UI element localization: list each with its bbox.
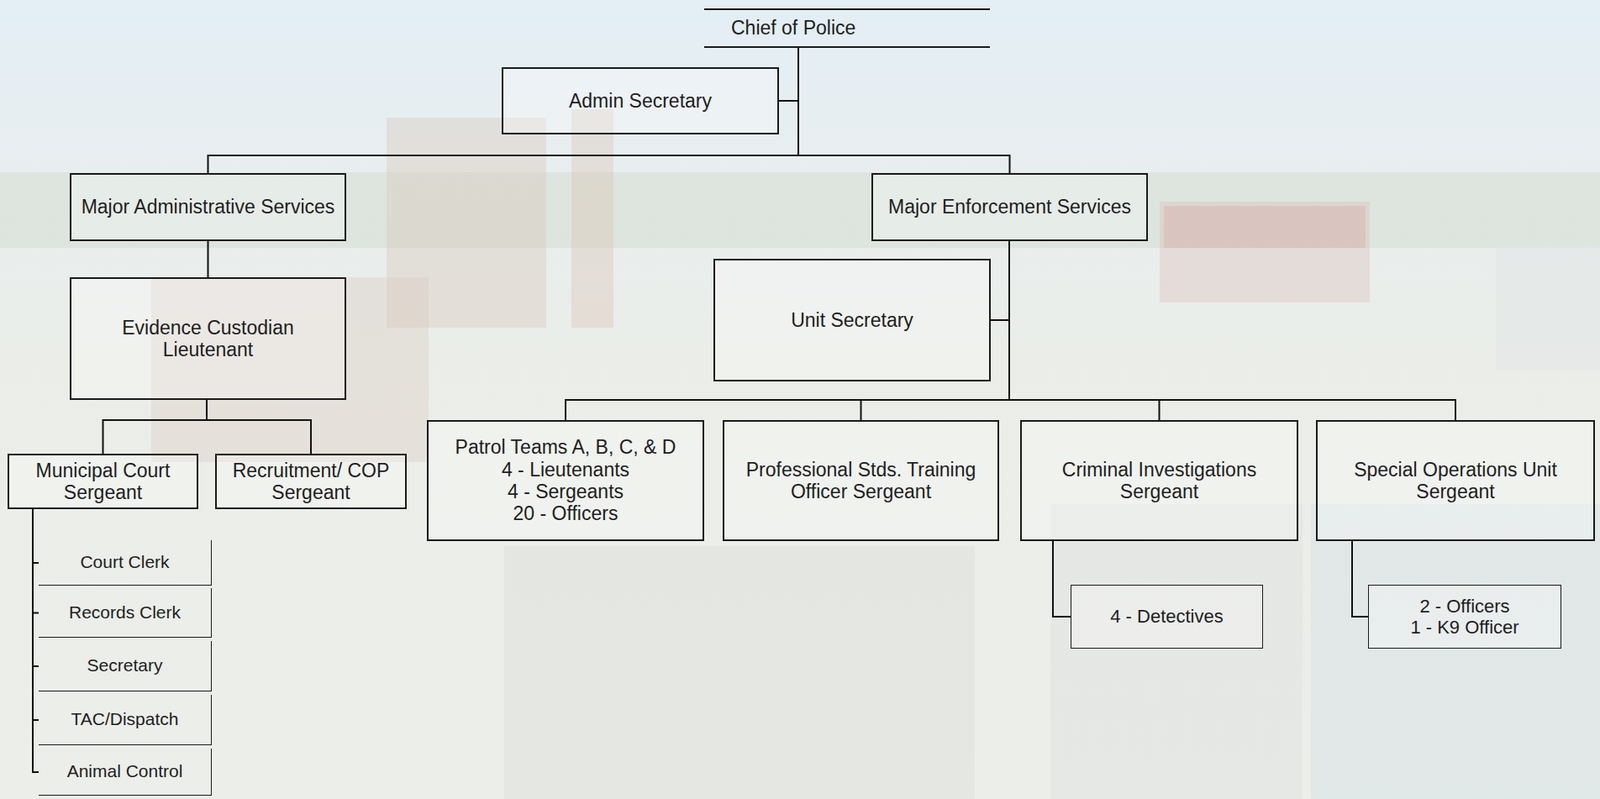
org-connector [208,47,800,174]
org-box: Municipal Court Sergeant [7,453,199,510]
box-label: Chief of Police [731,16,856,39]
box-label: 1 - K9 Officer [1410,616,1519,638]
org-connector [32,509,39,564]
tower [571,109,614,328]
box-label: Unit Secretary [790,309,914,332]
org-box: Professional Stds. Training Officer Serg… [722,420,1000,542]
org-connector [206,400,311,454]
org-box: Special Operations Unit Sergeant [1315,420,1595,542]
box-label: 2 - Officers [1419,595,1510,617]
box-label: Recruitment/ COP Sergeant [223,459,399,505]
tree-line [0,172,1600,248]
org-box: Patrol Teams A, B, C, & D4 - Lieutenants… [426,420,705,542]
box-label: Evidence Custodian Lieutenant [78,316,338,362]
box-label: Special Operations Unit Sergeant [1324,458,1587,504]
org-box: 4 - Detectives [1070,584,1264,649]
trees [504,546,975,799]
org-connector [1009,241,1456,421]
org-connector [1052,541,1071,617]
box-label: Secretary [87,655,164,676]
org-connector [32,509,39,721]
org-box: Major Enforcement Services [871,173,1148,242]
building [1159,201,1370,303]
box-label: TAC/Dispatch [71,709,179,730]
box-label: Patrol Teams A, B, C, & D [455,436,677,458]
box-label: Municipal Court Sergeant [15,459,190,505]
org-connector [778,47,799,101]
org-box: Court Clerk [38,540,212,586]
org-connector [990,241,1010,321]
org-box: 2 - Officers1 - K9 Officer [1368,584,1562,649]
box-label: Records Clerk [68,602,181,623]
box-label: Criminal Investigations Sergeant [1028,458,1290,504]
org-box: Major Administrative Services [69,173,347,242]
box-label: 4 - Detectives [1110,605,1224,627]
org-connector [1352,541,1369,617]
org-connector [32,509,39,773]
org-connector [565,241,1010,421]
box-label: Animal Control [67,761,184,782]
box-label: Major Enforcement Services [888,195,1132,218]
building [1310,504,1600,799]
org-connector [798,47,1011,174]
red-roof [1163,205,1366,248]
org-connector [32,509,39,667]
box-label: Professional Stds. Training Officer Serg… [731,458,991,504]
org-connector [207,241,210,278]
org-box: Criminal Investigations Sergeant [1020,420,1299,542]
org-connector [32,509,39,614]
org-box: Evidence Custodian Lieutenant [69,277,347,400]
org-box: Chief of Police [704,8,990,48]
building [1495,243,1600,370]
org-box: TAC/Dispatch [38,694,212,746]
street [1050,504,1303,799]
org-box: Admin Secretary [501,67,779,135]
box-label: Admin Secretary [568,89,712,112]
box-label: 4 - Sergeants [507,480,624,503]
box-label: Major Administrative Services [81,195,336,218]
box-label: 4 - Lieutenants [501,458,630,481]
box-label: Court Clerk [79,552,169,573]
org-box: Recruitment/ COP Sergeant [215,453,407,510]
box-label: 20 - Officers [513,502,619,525]
org-box: Secretary [38,641,212,692]
org-box: Unit Secretary [713,258,991,382]
org-connector [1009,241,1160,421]
org-connector [103,400,208,454]
org-box: Records Clerk [38,588,212,638]
org-box: Animal Control [38,748,212,796]
